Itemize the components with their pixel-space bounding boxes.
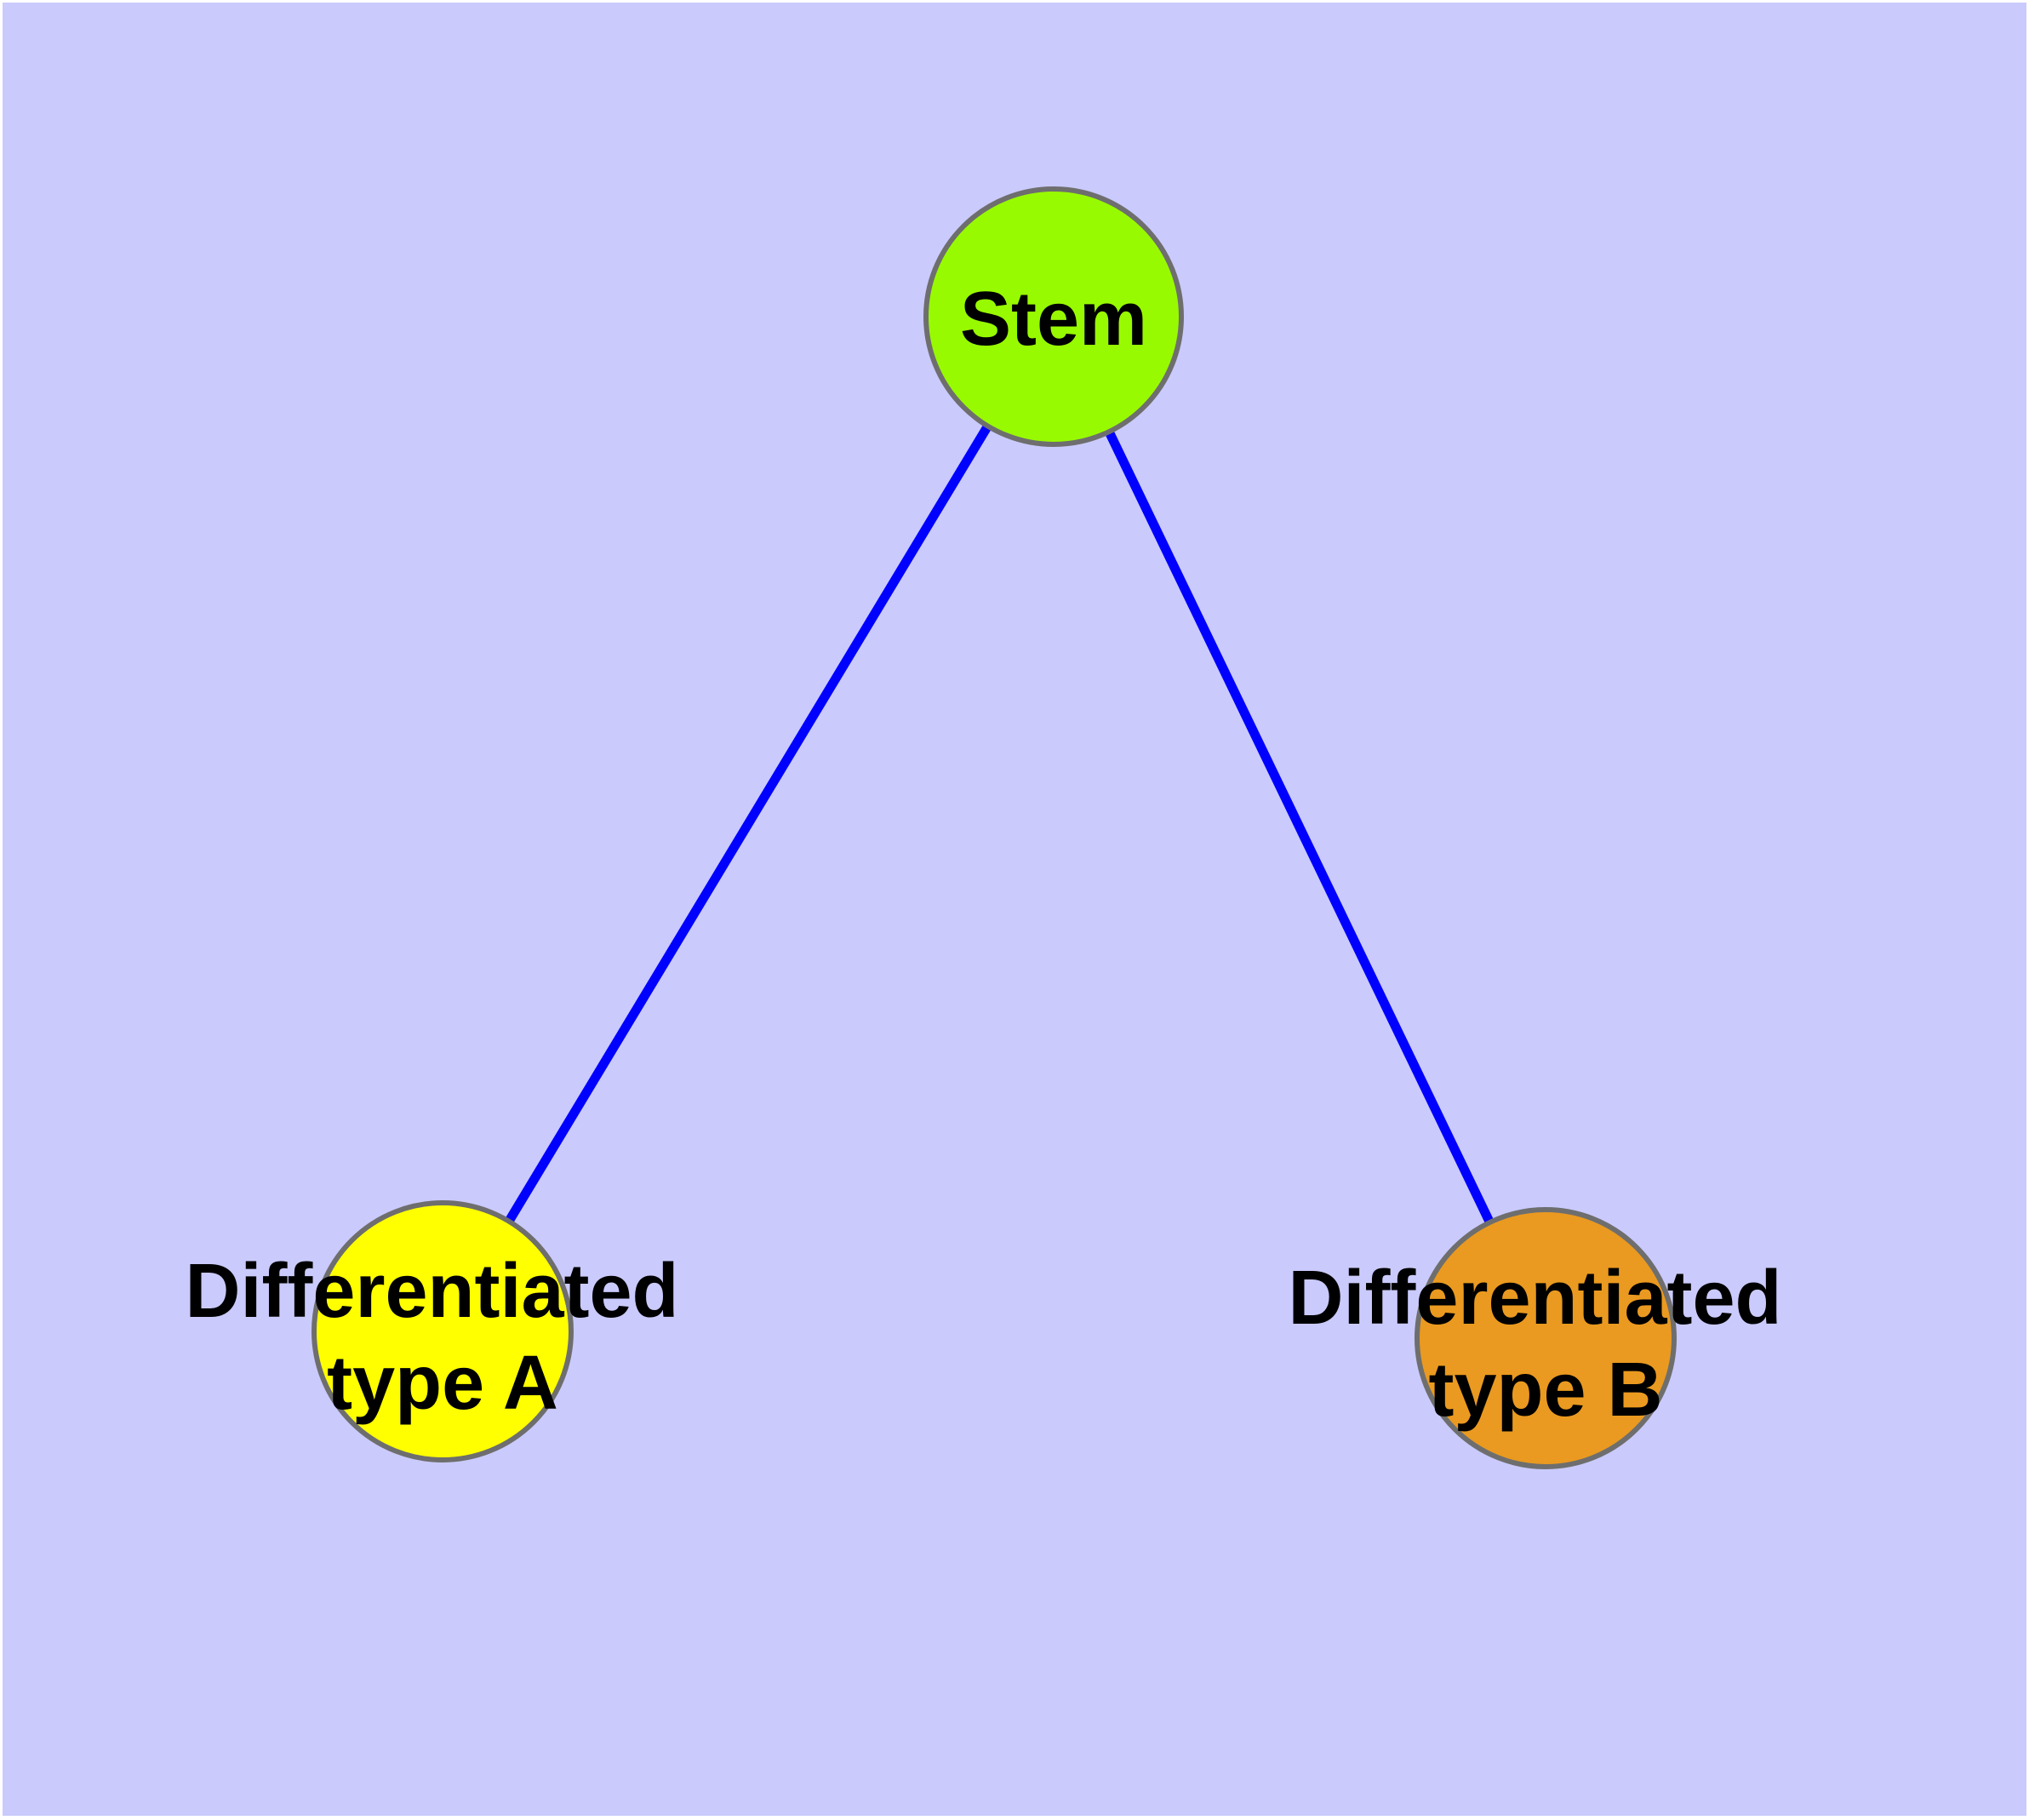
node-type-b-label-line-1: Differentiated bbox=[1288, 1256, 1781, 1341]
node-type-a-label-line-2: type A bbox=[327, 1341, 558, 1426]
node-type-b-label: Differentiated type B bbox=[1288, 1256, 1803, 1433]
node-type-b-circle bbox=[1415, 1207, 1677, 1469]
node-type-a-label-line-1: Differentiated bbox=[185, 1249, 678, 1334]
node-stem-circle bbox=[923, 186, 1184, 447]
node-type-a-label: Differentiated type A bbox=[185, 1249, 700, 1426]
edge-stem-to-type-a bbox=[437, 312, 1059, 1336]
node-stem-label: Stem bbox=[960, 277, 1147, 362]
node-type-b-label-line-2: type B bbox=[1428, 1348, 1662, 1433]
node-type-a-circle bbox=[311, 1200, 574, 1462]
edge-stem-to-type-b bbox=[1049, 312, 1551, 1343]
